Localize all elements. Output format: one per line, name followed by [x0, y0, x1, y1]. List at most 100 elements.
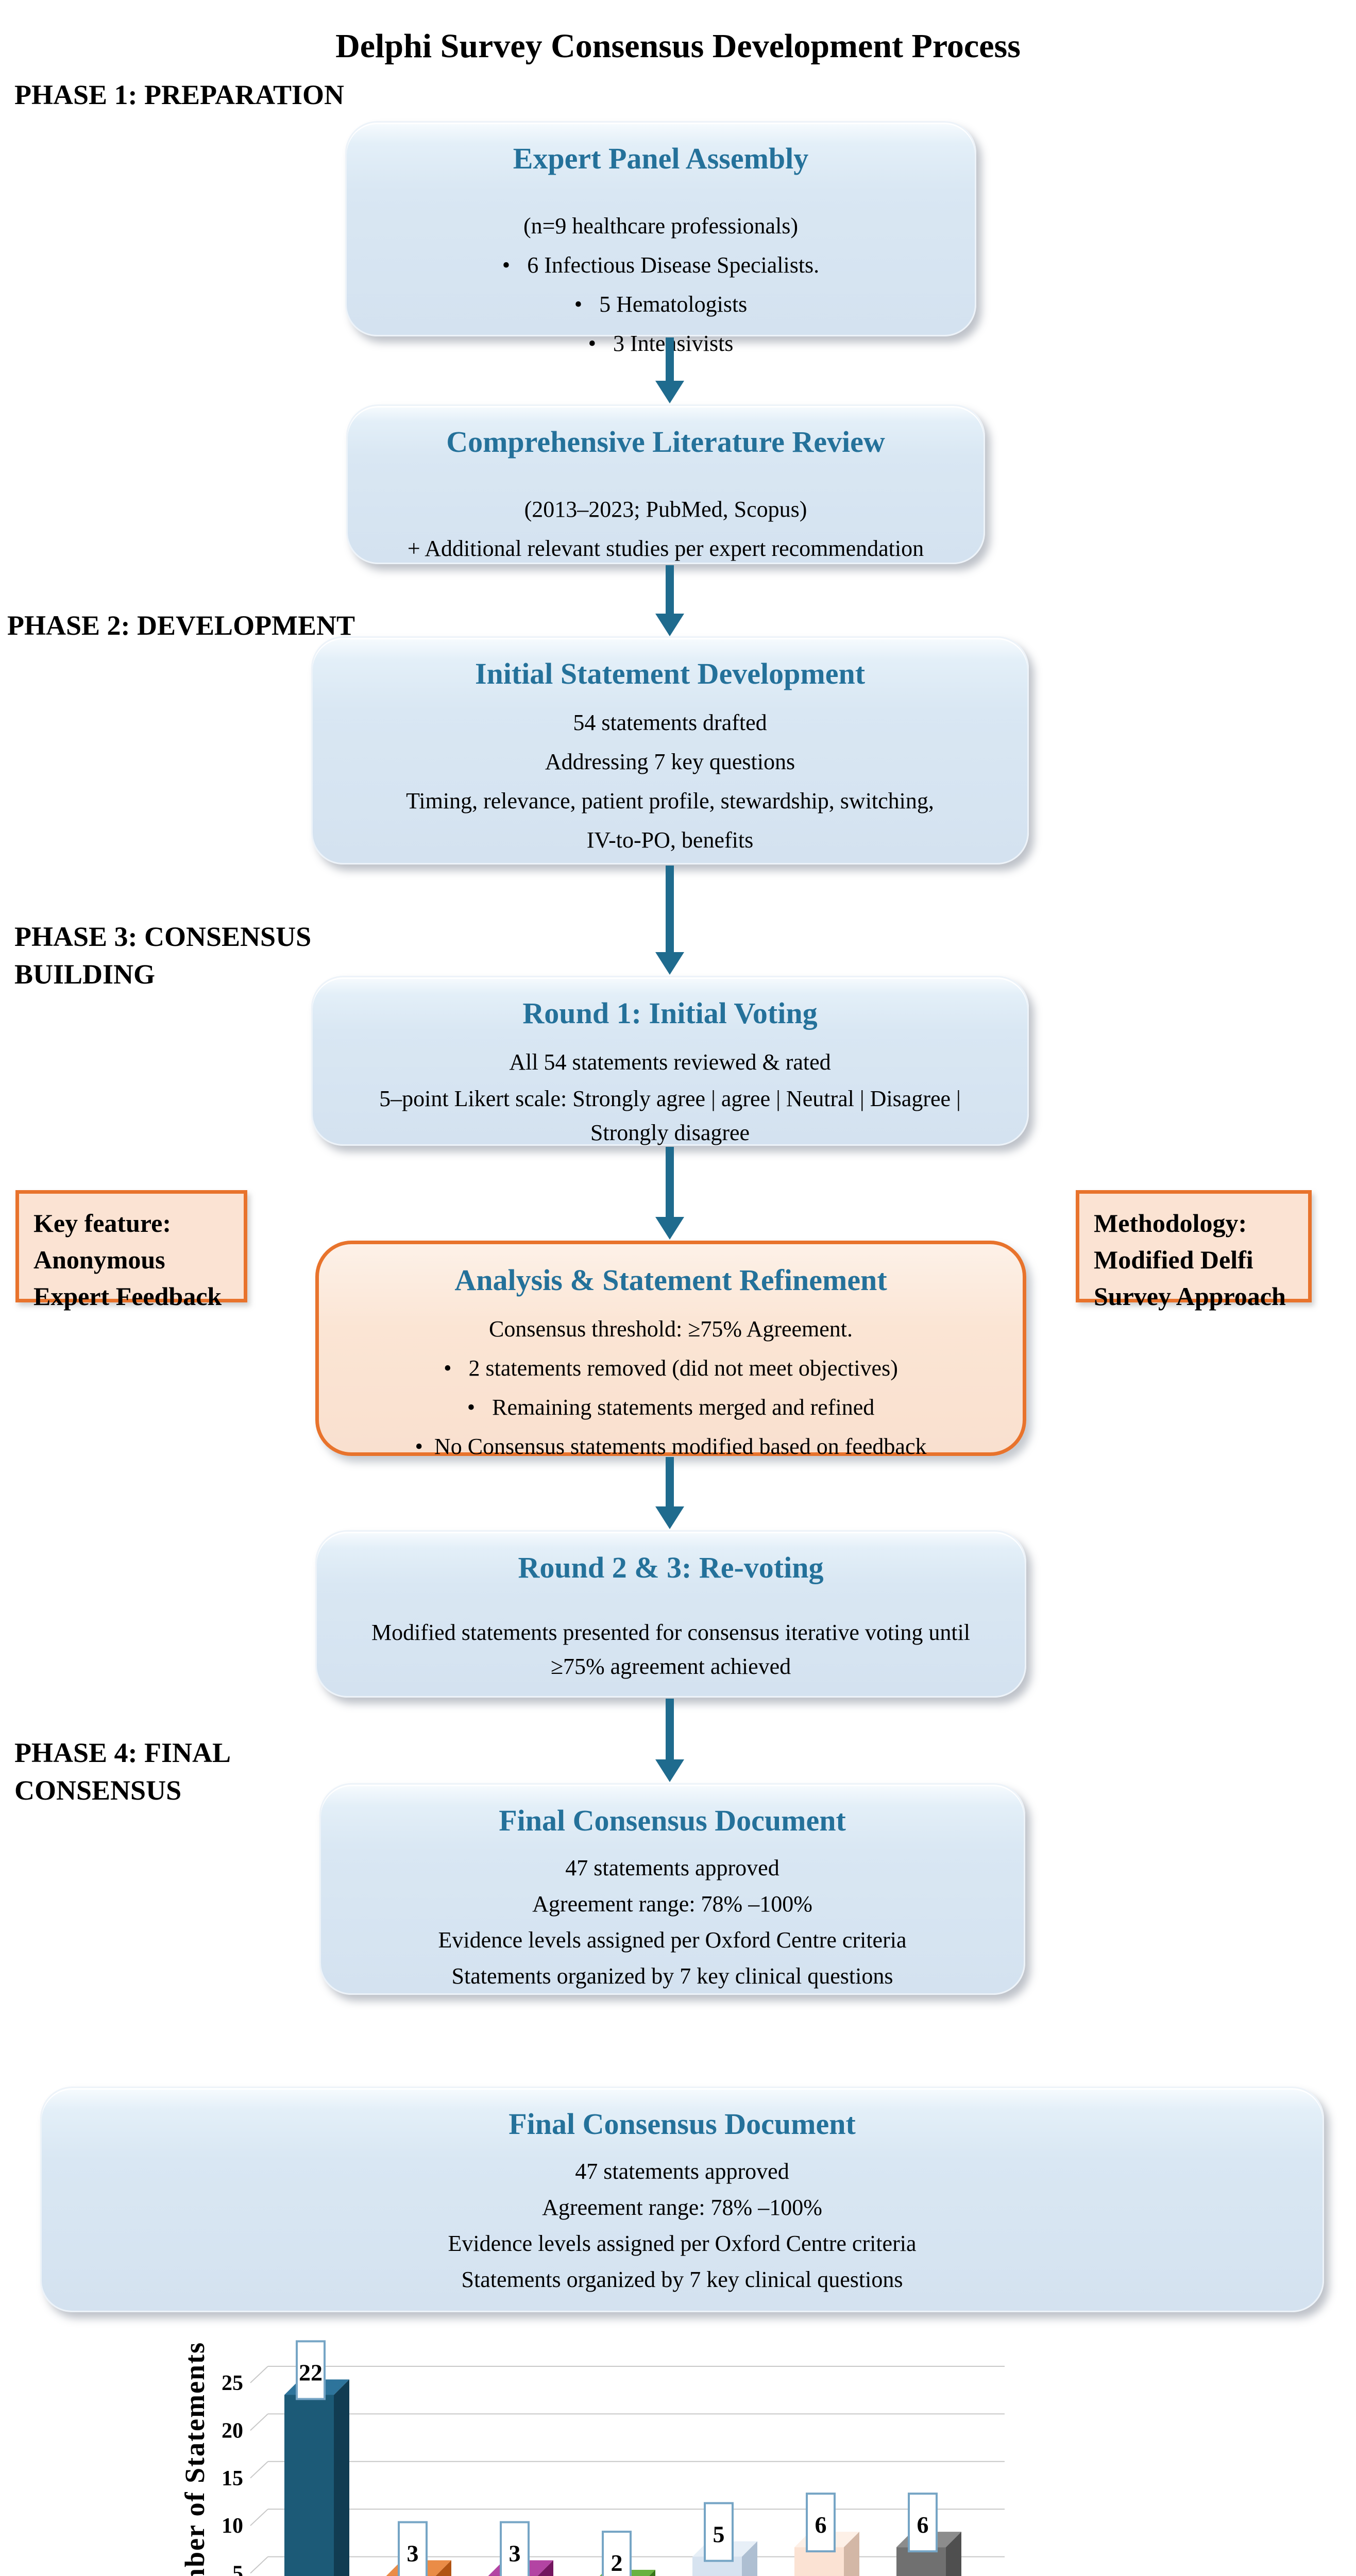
box-line: Statements organized by 7 key clinical q…	[451, 1963, 893, 1989]
methodology-note: Methodology: Modified Delfi Survey Appro…	[1076, 1190, 1312, 1311]
svg-text:10: 10	[222, 2514, 243, 2538]
box-line: • Remaining statements merged and refine…	[467, 1395, 875, 1420]
bar-value-label: 6	[815, 2512, 827, 2538]
phase-4-line1: PHASE 4: FINAL	[14, 1737, 231, 1768]
arrow-head-icon	[655, 381, 684, 403]
box-line: + Additional relevant studies per expert…	[407, 536, 924, 561]
svg-text:15: 15	[222, 2467, 243, 2490]
flow-arrow-2	[655, 565, 684, 636]
box-line: • 2 statements removed (did not meet obj…	[444, 1355, 898, 1381]
bar-value-box	[602, 2531, 632, 2576]
box-round1-title: Round 1: Initial Voting	[522, 996, 818, 1030]
box-final-consensus-wide: Final Consensus Document 47 statements a…	[40, 2087, 1324, 2312]
box-literature-review: Comprehensive Literature Review (2013–20…	[346, 404, 985, 564]
box-line: All 54 statements reviewed & rated	[509, 1049, 831, 1075]
phase-3-line1: PHASE 3: CONSENSUS	[14, 921, 312, 952]
arrow-shaft	[666, 337, 674, 384]
arrow-shaft	[666, 1147, 674, 1220]
bar-Q1	[284, 2395, 334, 2576]
svg-text:Number of Statements: Number of Statements	[179, 2342, 210, 2576]
box-final-consensus-wide-title: Final Consensus Document	[508, 2107, 856, 2141]
box-line: Modified statements presented for consen…	[371, 1620, 971, 1645]
phase-4-label: PHASE 4: FINAL CONSENSUS	[14, 1734, 231, 1809]
bar-value-box	[704, 2502, 734, 2562]
box-round23-revoting: Round 2 & 3: Re-voting Modified statemen…	[315, 1530, 1026, 1698]
flow-arrow-3	[655, 866, 684, 975]
key-feature-note: Key feature: Anonymous Expert Feedback	[15, 1190, 247, 1311]
bar-value-box	[296, 2340, 326, 2400]
box-literature-title: Comprehensive Literature Review	[446, 425, 885, 459]
box-line: Statements organized by 7 key clinical q…	[461, 2267, 903, 2292]
box-line: • 5 Hematologists	[574, 292, 748, 317]
flow-arrow-4	[655, 1147, 684, 1240]
methodology-line: Survey Approach	[1094, 1282, 1286, 1311]
bar-value-box	[398, 2521, 428, 2576]
box-initial-statement: Initial Statement Development 54 stateme…	[311, 636, 1029, 865]
page-title: Delphi Survey Consensus Development Proc…	[335, 27, 1021, 65]
box-final-consensus-title: Final Consensus Document	[499, 1804, 846, 1837]
box-round23-title: Round 2 & 3: Re-voting	[518, 1551, 824, 1584]
box-line: • No Consensus statements modified based…	[415, 1434, 927, 1459]
arrow-head-icon	[655, 614, 684, 636]
svg-text:25: 25	[222, 2371, 243, 2395]
box-line: IV-to-PO, benefits	[586, 827, 754, 853]
box-line: Evidence levels assigned per Oxford Cent…	[448, 2231, 917, 2256]
methodology-line: Methodology:	[1094, 1209, 1247, 1238]
box-final-consensus: Final Consensus Document 47 statements a…	[319, 1783, 1025, 1995]
box-expert-panel-title: Expert Panel Assembly	[513, 142, 809, 175]
flow-arrow-5	[655, 1457, 684, 1529]
box-expert-panel: Expert Panel Assembly (n=9 healthcare pr…	[345, 121, 976, 356]
svg-text:20: 20	[222, 2419, 243, 2443]
bar-value-box	[500, 2521, 530, 2576]
box-line: Strongly disagree	[590, 1120, 750, 1145]
box-line: Addressing 7 key questions	[545, 749, 795, 774]
key-feature-line: Key feature:	[33, 1209, 172, 1238]
key-feature-line: Expert Feedback	[33, 1282, 222, 1311]
bar-value-label: 2	[611, 2550, 623, 2576]
bar-value-label: 3	[407, 2540, 419, 2567]
svg-text:5: 5	[232, 2562, 243, 2576]
box-initial-statement-title: Initial Statement Development	[474, 657, 866, 690]
box-line: 47 statements approved	[565, 1855, 779, 1880]
phase-4-line2: CONSENSUS	[14, 1774, 182, 1806]
phase-1-label: PHASE 1: PREPARATION	[14, 79, 345, 110]
box-line: 54 statements drafted	[573, 710, 767, 735]
bar-value-label: 6	[917, 2512, 929, 2538]
bar-value-label: 22	[299, 2359, 323, 2385]
box-analysis-title: Analysis & Statement Refinement	[454, 1263, 887, 1297]
arrow-head-icon	[655, 1217, 684, 1240]
box-line: Agreement range: 78% –100%	[542, 2195, 822, 2220]
box-line: Timing, relevance, patient profile, stew…	[406, 788, 934, 814]
box-line: Evidence levels assigned per Oxford Cent…	[438, 1927, 907, 1953]
arrow-shaft	[666, 1699, 674, 1762]
box-line: Consensus threshold: ≥75% Agreement.	[488, 1316, 853, 1342]
arrow-head-icon	[655, 1506, 684, 1529]
bar-value-box	[806, 2493, 836, 2553]
box-line: (2013–2023; PubMed, Scopus)	[524, 497, 807, 522]
phase-3-line2: BUILDING	[14, 958, 156, 990]
box-line: 47 statements approved	[575, 2159, 789, 2184]
bar-value-label: 5	[713, 2521, 725, 2548]
box-analysis-refinement: Analysis & Statement Refinement Consensu…	[315, 1241, 1026, 1459]
bar-value-label: 3	[509, 2540, 521, 2567]
box-line: Agreement range: 78% –100%	[532, 1891, 812, 1917]
arrow-shaft	[666, 1457, 674, 1510]
key-feature-line: Anonymous	[33, 1245, 165, 1274]
box-line: ≥75% agreement achieved	[550, 1654, 791, 1679]
box-line: • 3 Intensivists	[588, 331, 734, 356]
box-line: 5–point Likert scale: Strongly agree | a…	[379, 1086, 961, 1111]
arrow-head-icon	[655, 1759, 684, 1782]
methodology-line: Modified Delfi	[1094, 1245, 1253, 1274]
box-line: • 6 Infectious Disease Specialists.	[502, 252, 820, 278]
flow-arrow-1	[655, 337, 684, 403]
box-line: (n=9 healthcare professionals)	[523, 213, 799, 239]
arrow-head-icon	[655, 952, 684, 975]
bar-value-box	[908, 2493, 938, 2553]
box-round1-voting: Round 1: Initial Voting All 54 statement…	[311, 976, 1029, 1146]
flow-arrow-6	[655, 1699, 684, 1782]
phase-3-label: PHASE 3: CONSENSUS BUILDING	[14, 918, 311, 993]
arrow-shaft	[666, 866, 674, 955]
phase-2-label: PHASE 2: DEVELOPMENT	[7, 610, 355, 641]
bar-chart: 0510152025Number of Statements22Q13Q23Q3…	[0, 2287, 1356, 2576]
